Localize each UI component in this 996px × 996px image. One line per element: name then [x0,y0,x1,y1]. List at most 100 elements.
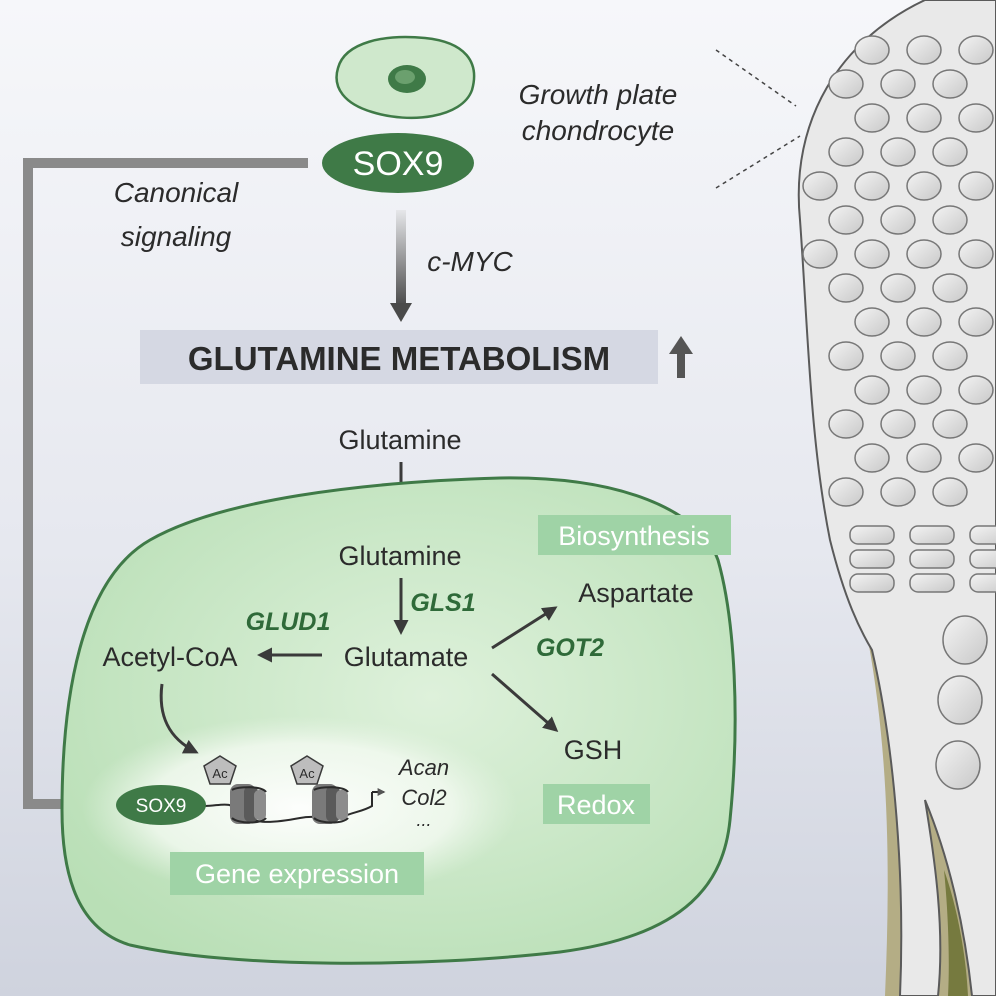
zoom-line-bottom [715,135,801,189]
chondrocyte-cell-2 [958,35,994,65]
chondrocyte-cell-25 [932,273,968,303]
glutamate: Glutamate [344,642,469,672]
cell-label-line2: chondrocyte [522,115,675,146]
chondrocyte-cell-48 [909,549,955,569]
chondrocyte-cell-55 [935,740,981,790]
title-band [140,330,658,384]
chondrocyte-cell-10 [880,137,916,167]
chondrocyte-cell-38 [854,443,890,473]
chondrocyte-cell-52 [969,573,996,593]
chondrocyte-cell-47 [849,549,895,569]
chondrocyte-cell-39 [906,443,942,473]
biosynthesis-label: Biosynthesis [558,521,710,551]
chondrocyte-cell-32 [854,375,890,405]
chondrocyte-cell-22 [958,239,994,269]
glutamine-outside: Glutamine [338,425,461,455]
chondrocyte-cell-28 [958,307,994,337]
chondrocyte-cell-6 [854,103,890,133]
chondrocyte-cell-14 [906,171,942,201]
chondrocyte-cell-26 [854,307,890,337]
gene-expression-box [170,852,424,895]
chondrocyte-cell-35 [828,409,864,439]
chondrocyte-cell-34 [958,375,994,405]
gene-more: ... [416,810,431,830]
chondrocyte-cell-36 [880,409,916,439]
chondrocyte-cell-15 [958,171,994,201]
canonical-line1: Canonical [114,177,239,208]
gene-col2: Col2 [401,785,446,810]
cmyc-label: c-MYC [427,246,513,277]
chondrocyte-cell-16 [828,205,864,235]
redox-label: Redox [557,790,636,820]
chondrocyte-cell-23 [828,273,864,303]
page-title: GLUTAMINE METABOLISM [188,340,610,377]
chondrocyte-cells [802,35,996,790]
chondrocyte-cell-33 [906,375,942,405]
chondrocyte-cell-9 [828,137,864,167]
chondrocyte-cell-40 [958,443,994,473]
chondrocyte-cell-4 [880,69,916,99]
chondrocyte-cell-27 [906,307,942,337]
chondrocyte-cell-21 [906,239,942,269]
chondrocyte-cell-8 [958,103,994,133]
chondrocyte-cell-20 [854,239,890,269]
gene-expression-label: Gene expression [195,859,399,889]
chondrocyte-cell-53 [942,615,988,665]
nucleosome-2 [312,784,349,824]
chondrocyte-cell-49 [969,549,996,569]
biosynthesis-box [538,515,731,555]
chondrocyte-cell-45 [909,525,955,545]
sox9-top-badge [322,133,474,193]
chondrocyte-cell-43 [932,477,968,507]
redox-box [543,784,650,824]
chondrocyte-cell-5 [932,69,968,99]
gene-acan: Acan [397,755,449,780]
chondrocyte-cell-0 [854,35,890,65]
gsh-arrow [491,672,559,732]
enzyme-glud1: GLUD1 [246,608,331,636]
acetyl-coa: Acetyl-CoA [102,642,237,672]
chondrocyte-cell-19 [802,239,838,269]
chondrocyte-cell-44 [849,525,895,545]
chondrocyte-cell-1 [906,35,942,65]
chondrocyte-cell-31 [932,341,968,371]
chondrocyte-cell-3 [828,69,864,99]
acetyl-mark-2-icon [290,755,324,785]
chondrocyte-cell-13 [854,171,890,201]
chondrocyte-cell-50 [849,573,895,593]
got2-arrow [491,606,558,650]
chondrocyte-cell-41 [828,477,864,507]
chondrocyte-cell-12 [802,171,838,201]
chondrocyte-cell-54 [937,675,983,725]
acetyl-mark-2-label: Ac [299,766,315,781]
acetyl-mark-1-icon [203,755,237,785]
cmyc-arrowhead [390,303,412,322]
chondrocyte-cell-29 [828,341,864,371]
chondrocyte-cell-17 [880,205,916,235]
zoom-line-top [715,49,797,107]
enzyme-gls1: GLS1 [410,589,475,617]
growth-plate-illustration [797,0,996,996]
sox9-top-label: SOX9 [353,145,444,183]
chondrocyte-cell-11 [932,137,968,167]
chondrocyte-cell-24 [880,273,916,303]
chondrocyte-cell-46 [969,525,996,545]
chondrocyte-cell-18 [932,205,968,235]
cell-label-line1: Growth plate [519,79,678,110]
acetylation-arrow [159,683,199,754]
sox9-nucleus-label: SOX9 [136,796,187,817]
chondrocyte-nucleolus [395,70,415,84]
marrow-spike [944,870,968,996]
nucleosome-1 [230,784,267,824]
chondrocyte-cell-42 [880,477,916,507]
chondrocyte-cell-7 [906,103,942,133]
cmyc-arrow-shaft [396,210,406,306]
upregulated-arrow-icon [669,336,693,354]
glutamine-inside: Glutamine [338,541,461,571]
canonical-line2: signaling [121,221,232,252]
chondrocyte-cell-51 [909,573,955,593]
chondrocyte-cell-30 [880,341,916,371]
upregulated-arrow-shaft [677,352,685,378]
